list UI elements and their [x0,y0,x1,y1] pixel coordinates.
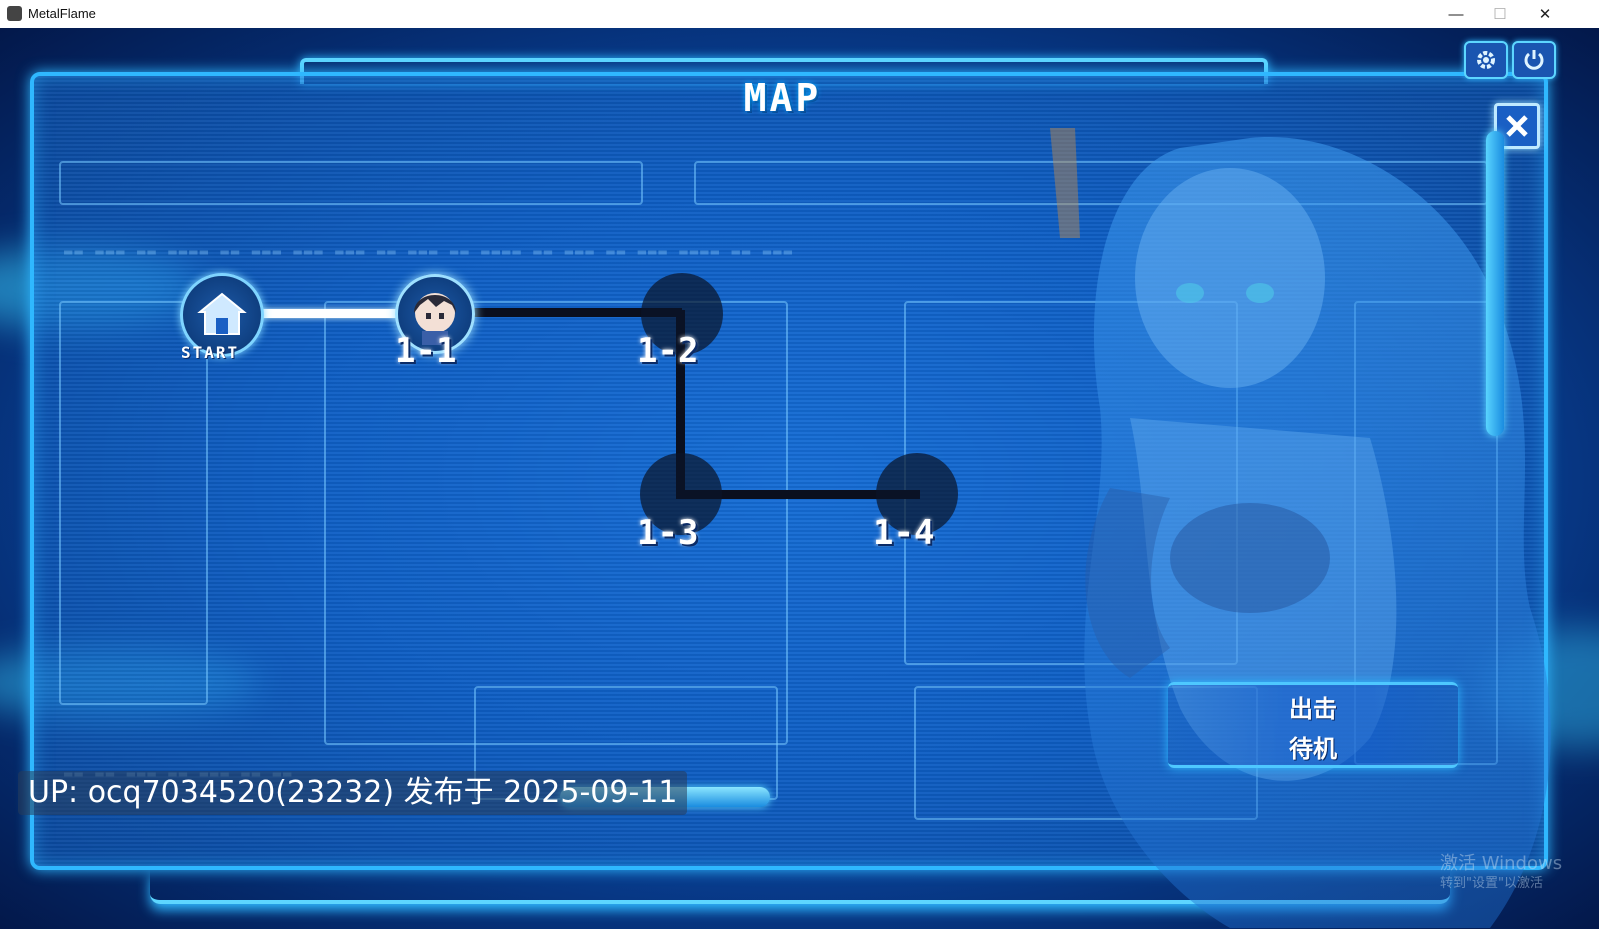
command-menu: 出击 待机 [1168,682,1458,768]
stage-node-1-2[interactable] [641,273,723,355]
bg-circuit-lines: ▬▬ ▬▬▬ ▬▬ ▬▬▬▬ ▬▬ ▬▬▬ ▬▬▬ ▬▬▬ ▬▬ ▬▬▬ ▬▬ … [64,244,795,260]
maximize-button[interactable]: ☐ [1493,6,1507,23]
map-title: MAP [743,76,822,120]
game-viewport: ▬▬ ▬▬▬ ▬▬ ▬▬▬▬ ▬▬ ▬▬▬ ▬▬▬ ▬▬▬ ▬▬ ▬▬▬ ▬▬ … [0,28,1599,929]
circuit-block [59,301,208,705]
stage-node-1-3[interactable] [640,453,722,535]
standby-button[interactable]: 待机 [1289,735,1337,763]
frame-top-edge [300,58,1268,84]
stage-node-1-4[interactable] [876,453,958,535]
window-titlebar: MetalFlame — ☐ ✕ [0,0,1599,28]
close-window-button[interactable]: ✕ [1538,6,1552,23]
circuit-block [59,161,643,205]
stage-label-1-3: 1-3 [637,513,699,553]
stage-label-1-1: 1-1 [395,331,457,371]
activation-line-1: 激活 Windows [1440,853,1563,874]
map-scrollbar[interactable] [1486,131,1504,436]
home-icon [197,292,247,335]
stage-label-1-2: 1-2 [637,331,699,371]
path-1-2-to-1-3 [676,310,685,498]
stage-node-start[interactable] [180,273,264,357]
close-icon [1506,115,1528,137]
app-icon [7,6,22,21]
player-avatar-icon [414,293,456,345]
character-illustration [1050,128,1551,928]
uploader-overlay: UP: ocq7034520(23232) 发布于 2025-09-11 [18,771,688,815]
power-icon [1524,50,1544,70]
minimize-button[interactable]: — [1448,5,1464,23]
path-start-to-1-1 [258,309,398,318]
gear-icon [1477,51,1495,69]
stage-label-1-4: 1-4 [873,513,935,553]
circuit-block [324,301,788,745]
sortie-button[interactable]: 出击 [1289,695,1337,723]
activation-line-2: 转到"设置"以激活 [1440,876,1543,891]
start-label: START [181,343,240,362]
frame-bottom-edge [150,870,1450,904]
settings-button[interactable] [1464,41,1508,79]
windows-activation-watermark: 激活 Windows 转到"设置"以激活 [1440,854,1562,894]
close-map-button[interactable] [1494,103,1540,149]
stage-node-1-1[interactable] [395,274,475,354]
path-1-1-to-1-2 [470,308,682,317]
power-button[interactable] [1512,41,1556,79]
window-title: MetalFlame [28,6,96,21]
path-1-3-to-1-4 [676,490,920,499]
